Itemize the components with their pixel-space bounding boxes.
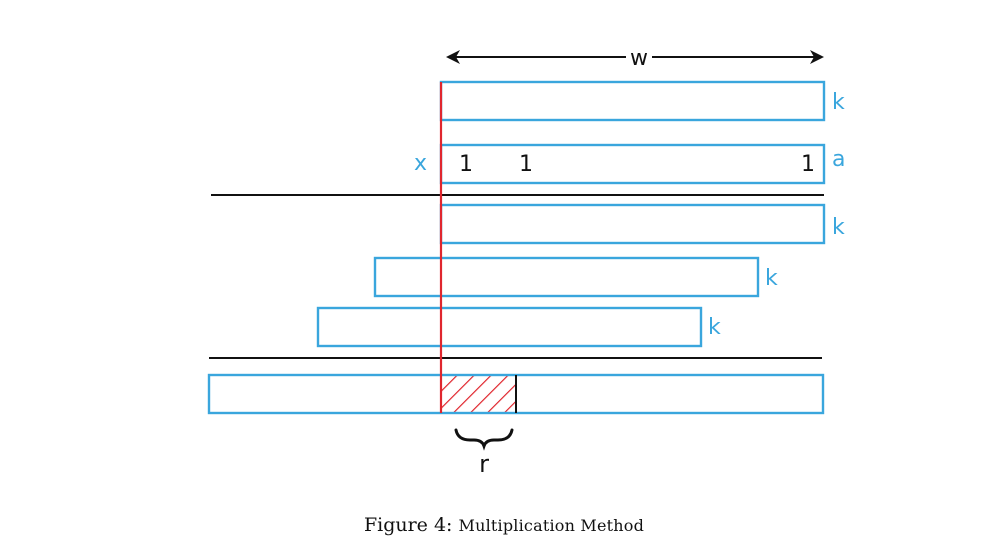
register-a	[439, 143, 826, 185]
label-k-1: k	[832, 215, 845, 240]
width-arrow: w	[446, 46, 824, 71]
r-underbrace	[454, 428, 514, 451]
register-k-top	[439, 80, 826, 122]
bit-2: 1	[519, 152, 533, 177]
label-k-2: k	[765, 266, 778, 291]
partial-product-2	[373, 256, 760, 298]
partial-product-1	[439, 203, 826, 245]
label-a: a	[832, 147, 845, 172]
bit-3: 1	[801, 152, 815, 177]
r-label: r	[479, 450, 489, 478]
partial-product-3	[316, 306, 703, 348]
bit-1: 1	[459, 152, 473, 177]
multiplier-symbol: x	[414, 151, 427, 176]
label-k-3: k	[708, 315, 721, 340]
figure-caption: Figure 4: Multiplication Method	[0, 514, 1008, 536]
figure-description: Multiplication Method	[458, 516, 645, 535]
result-window-hatch	[441, 375, 516, 413]
figure-label: Figure 4:	[363, 514, 453, 536]
width-label: w	[630, 46, 648, 71]
label-k-top: k	[832, 90, 845, 115]
